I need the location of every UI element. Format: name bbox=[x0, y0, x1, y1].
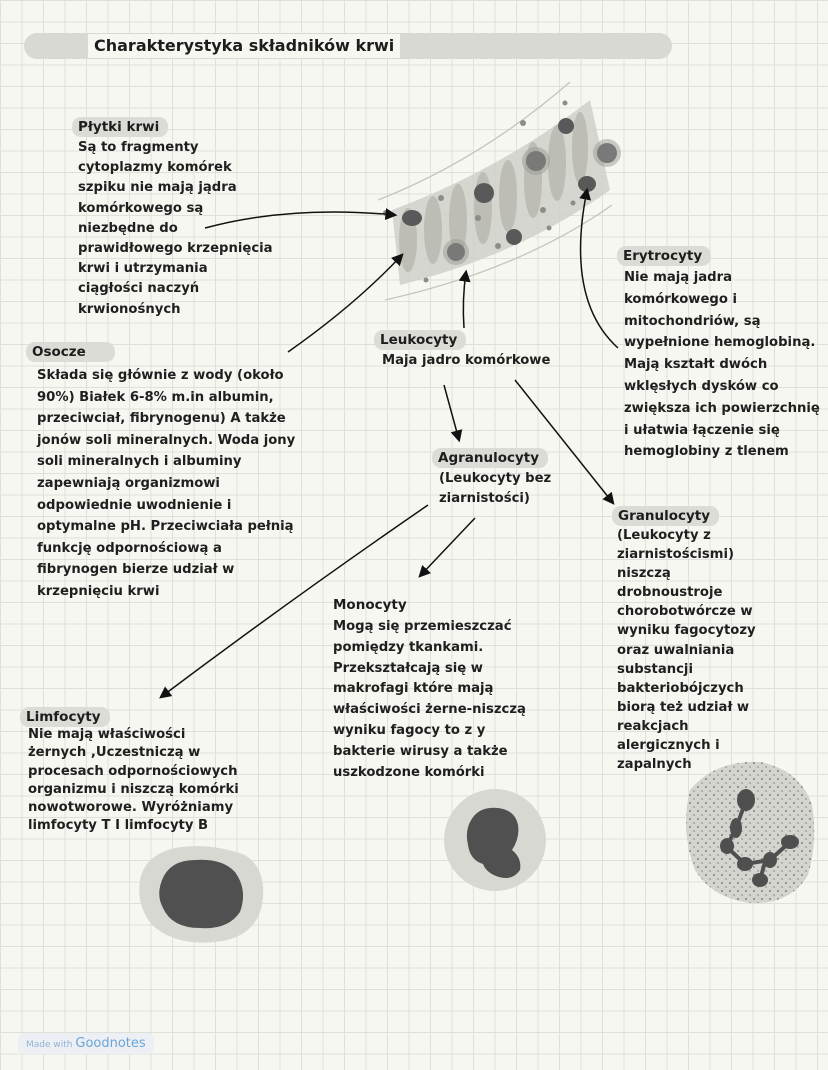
lymphocyte-cell-drawing bbox=[139, 846, 264, 943]
heading-osocze: Osocze bbox=[26, 342, 115, 362]
arrow-leukocyty-up bbox=[458, 269, 471, 329]
heading-monocyty: Monocyty bbox=[333, 597, 407, 613]
goodnotes-badge: Made with Goodnotes bbox=[18, 1033, 154, 1054]
monocyte-cell-drawing bbox=[444, 789, 546, 891]
arrow-leuk-agranulocyty bbox=[443, 384, 463, 443]
heading-erytrocyty: Erytrocyty bbox=[617, 246, 712, 266]
arrow-erytrocyty bbox=[579, 187, 619, 349]
arrow-agran-limfocyty bbox=[159, 504, 429, 699]
text-leukocyty: Maja jadro komórkowe bbox=[382, 353, 551, 368]
arrow-osocze bbox=[287, 253, 404, 353]
text-granulocyty: (Leukocyty z ziarnistoścismi) niszczą dr… bbox=[617, 528, 756, 773]
arrow-plytki bbox=[204, 208, 398, 229]
text-monocyty: Mogą się przemieszczać pomiędzy tkankami… bbox=[333, 619, 526, 780]
text-agranulocyty: (Leukocyty bez ziarnistości) bbox=[439, 471, 552, 507]
heading-granulocyty: Granulocyty bbox=[612, 506, 720, 526]
heading-leukocyty: Leukocyty bbox=[374, 330, 467, 350]
heading-plytki: Płytki krwi bbox=[72, 117, 169, 137]
arrow-agran-monocyty bbox=[418, 517, 476, 578]
heading-limfocyty: Limfocyty bbox=[20, 707, 110, 727]
text-osocze: Składa się głównie z wody (około 90%) Bi… bbox=[37, 368, 296, 599]
goodnotes-brand: Goodnotes bbox=[75, 1036, 146, 1051]
heading-agranulocyty: Agranulocyty bbox=[432, 448, 549, 468]
blood-vessel-drawing bbox=[377, 81, 621, 301]
arrows bbox=[159, 187, 619, 699]
text-plytki: Są to fragmenty cytoplazmy komórek szpik… bbox=[78, 140, 273, 317]
text-limfocyty: Nie mają właściwości żernych ,Uczestnicz… bbox=[28, 727, 239, 834]
arrow-leuk-granulocyty bbox=[514, 379, 615, 505]
page-title: Charakterystyka składników krwi bbox=[88, 34, 401, 58]
made-with-label: Made with bbox=[26, 1040, 73, 1050]
granulocyte-cell-drawing bbox=[686, 761, 815, 904]
text-erytrocyty: Nie mają jadra komórkowego i mitochondri… bbox=[624, 270, 820, 460]
